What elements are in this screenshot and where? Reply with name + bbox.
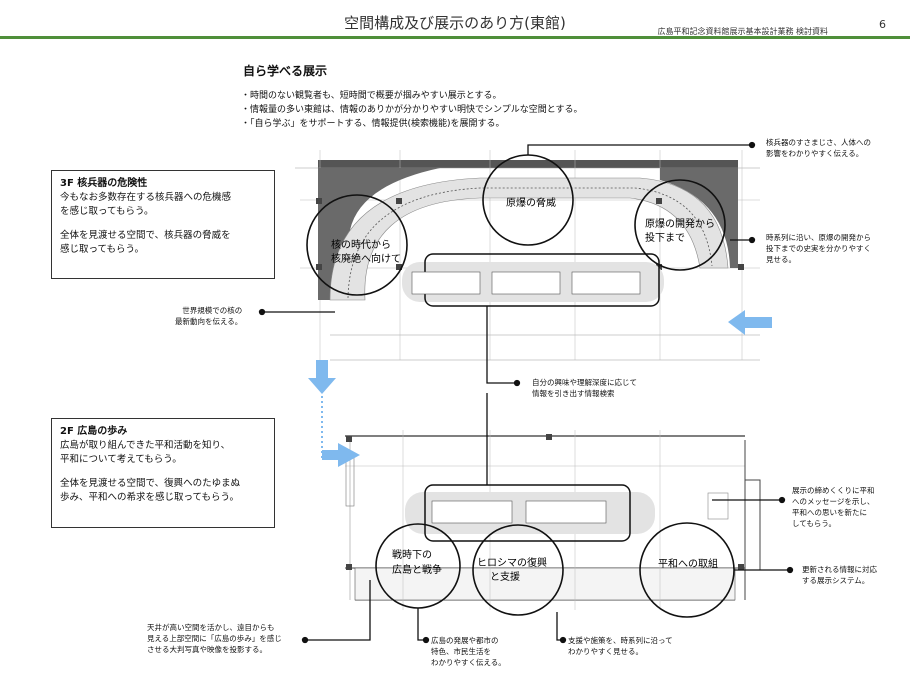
section-title: 自ら学べる展示 xyxy=(243,64,328,78)
page-number: 6 xyxy=(879,18,886,31)
page-title: 空間構成及び展示のあり方(東館) xyxy=(344,14,566,32)
note-upper-space: 天井が高い空間を活かし、遠目からも見える上部空間に「広島の歩み」を感じさせる大判… xyxy=(147,623,282,654)
bullet-3: ・「自ら学ぶ」をサポートする、情報提供(検索機能)を展開する。 xyxy=(241,119,505,129)
zone-2f-2-circle xyxy=(472,524,564,616)
floor-2f-line-4: 全体を見渡せる空間で、復興へのたゆまぬ xyxy=(60,478,241,489)
note-nuclear-impact: 核兵器のすさまじさ、人体への影響をわかりやすく伝える。 xyxy=(766,138,871,158)
zone-3f-1-label-a: 核の時代から xyxy=(331,238,391,251)
note-update-system: 更新される情報に対応する展示システム。 xyxy=(802,565,877,585)
zone-2f-1-label-a: 戦時下の xyxy=(392,548,432,561)
note-city-life: 広島の発展や都市の特色、市民生活をわかりやすく伝える。 xyxy=(431,636,506,667)
zone-2f-2-label-b: と支援 xyxy=(490,570,520,583)
floor-2f-line-1: 広島が取り組んできた平和活動を知り、 xyxy=(60,440,231,451)
floor-3f-title: 3F 核兵器の危険性 xyxy=(60,178,148,189)
note-info-search: 自分の興味や理解深度に応じて情報を引き出す情報検索 xyxy=(532,378,637,398)
floor-3f-line-1: 今もなお多数存在する核兵器への危機感 xyxy=(60,192,232,203)
zone-3f-3-label-a: 原爆の開発から xyxy=(645,217,715,230)
entrance-arrow-3f xyxy=(728,310,772,335)
floor-3f-line-2: を感じ取ってもらう。 xyxy=(60,206,154,217)
note-support-timeline: 支援や施策を、時系列に沿ってわかりやすく見せる。 xyxy=(568,636,673,656)
note-world-trend: 世界規模での核の最新動向を伝える。 xyxy=(175,306,243,326)
entrance-arrow-2f xyxy=(322,443,360,467)
floor-3f-line-5: 感じ取ってもらう。 xyxy=(60,244,144,255)
plan-2f: 戦時下の 広島と戦争 ヒロシマの復興 と支援 平和への取組 xyxy=(345,430,761,618)
note-development-history: 時系列に沿い、原爆の開発から投下までの史実を分かりやすく見せる。 xyxy=(766,233,871,264)
floor-2f-line-2: 平和について考えてもらう。 xyxy=(60,454,182,465)
zone-3f-3-label-b: 投下まで xyxy=(645,231,685,244)
zone-3f-1-label-b: 核廃絶へ向けて xyxy=(331,252,401,265)
zone-3f-3-circle xyxy=(634,179,726,271)
bullet-1: ・時間のない観覧者も、短時間で概要が掴みやすい展示とする。 xyxy=(241,91,502,101)
zone-2f-2-label-a: ヒロシマの復興 xyxy=(477,556,547,569)
floor-2f-box: 2F 広島の歩み 広島が取り組んできた平和活動を知り、 平和について考えてもらう… xyxy=(51,418,275,528)
plan-3f: 核の時代から 核廃絶へ向けて 原爆の脅威 原爆の開発から 投下まで xyxy=(295,150,760,361)
floor-2f-line-5: 歩み、平和への希求を感じ取ってもらう。 xyxy=(60,492,239,503)
note-peace-message: 展示の締めくくりに平和へのメッセージを示し、平和への思いを新たにしてもらう。 xyxy=(792,486,875,528)
down-arrow xyxy=(308,360,336,394)
zone-2f-1-label-b: 広島と戦争 xyxy=(392,563,442,576)
zone-2f-3-label: 平和への取組 xyxy=(658,557,718,570)
floor-3f-box: 3F 核兵器の危険性 今もなお多数存在する核兵器への危機感 を感じ取ってもらう。… xyxy=(51,170,275,279)
header-rule xyxy=(0,36,910,39)
floor-3f-line-4: 全体を見渡せる空間で、核兵器の脅威を xyxy=(60,230,231,241)
floor-2f-title: 2F 広島の歩み xyxy=(60,426,128,437)
zone-3f-1-circle xyxy=(306,194,408,296)
zone-3f-2-label: 原爆の脅威 xyxy=(506,196,556,209)
bullet-2: ・情報量の多い東館は、情報のありかが分かりやすい明快でシンプルな空間とする。 xyxy=(241,105,583,115)
document-subtitle: 広島平和記念資料館展示基本設計業務 検討資料 xyxy=(657,27,828,36)
